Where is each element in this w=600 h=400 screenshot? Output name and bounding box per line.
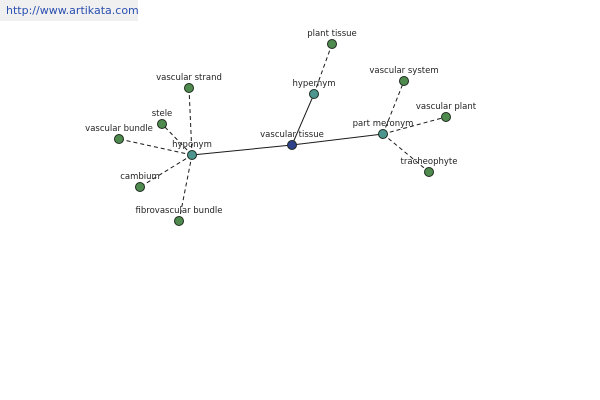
edge-hyponym-stele [161, 123, 193, 156]
edge-part-meronym-vascular-plant [382, 116, 447, 135]
edge-hyponym-cambium [139, 154, 193, 188]
leaf-vascular-plant-node[interactable] [441, 112, 451, 122]
edge-hypernym-plant-tissue [313, 43, 333, 95]
leaf-vascular-strand-node[interactable] [184, 83, 194, 93]
leaf-fibrovascular-bundle-node[interactable] [174, 216, 184, 226]
edge-hyponym-fibrovascular-bundle [178, 154, 193, 222]
leaf-stele-node[interactable] [157, 119, 167, 129]
leaf-vascular-system-label[interactable]: vascular system [369, 66, 438, 76]
relation-hypernym-label[interactable]: hypernym [292, 79, 335, 89]
leaf-cambium-node[interactable] [135, 182, 145, 192]
leaf-plant-tissue-label[interactable]: plant tissue [307, 29, 357, 39]
leaf-tracheophyte-label[interactable]: tracheophyte [401, 157, 458, 167]
relation-part-meronym-node[interactable] [378, 129, 388, 139]
relation-hypernym-node[interactable] [309, 89, 319, 99]
leaf-tracheophyte-node[interactable] [424, 167, 434, 177]
relation-hyponym-label[interactable]: hyponym [172, 140, 212, 150]
edge-part-meronym-vascular-system [382, 80, 405, 135]
leaf-stele-label[interactable]: stele [152, 109, 173, 119]
leaf-plant-tissue-node[interactable] [327, 39, 337, 49]
leaf-cambium-label[interactable]: cambium [120, 172, 160, 182]
relation-part-meronym-label[interactable]: part meronym [353, 119, 414, 129]
relation-hyponym-node[interactable] [187, 150, 197, 160]
edge-part-meronym [291, 133, 384, 146]
center-vascular-tissue-label[interactable]: vascular tissue [260, 130, 324, 140]
site-url[interactable]: http://www.artikata.com [0, 0, 139, 21]
edge-hyponym [191, 144, 293, 156]
edge-hyponym-vascular-bundle [118, 138, 193, 156]
leaf-fibrovascular-bundle-label[interactable]: fibrovascular bundle [136, 206, 223, 216]
leaf-vascular-bundle-label[interactable]: vascular bundle [85, 124, 153, 134]
leaf-vascular-bundle-node[interactable] [114, 134, 124, 144]
leaf-vascular-system-node[interactable] [399, 76, 409, 86]
edge-hypernym [291, 93, 315, 146]
leaf-vascular-plant-label[interactable]: vascular plant [416, 102, 477, 112]
center-vascular-tissue-node[interactable] [287, 140, 297, 150]
leaf-vascular-strand-label[interactable]: vascular strand [156, 73, 222, 83]
edge-part-meronym-tracheophyte [382, 133, 430, 173]
